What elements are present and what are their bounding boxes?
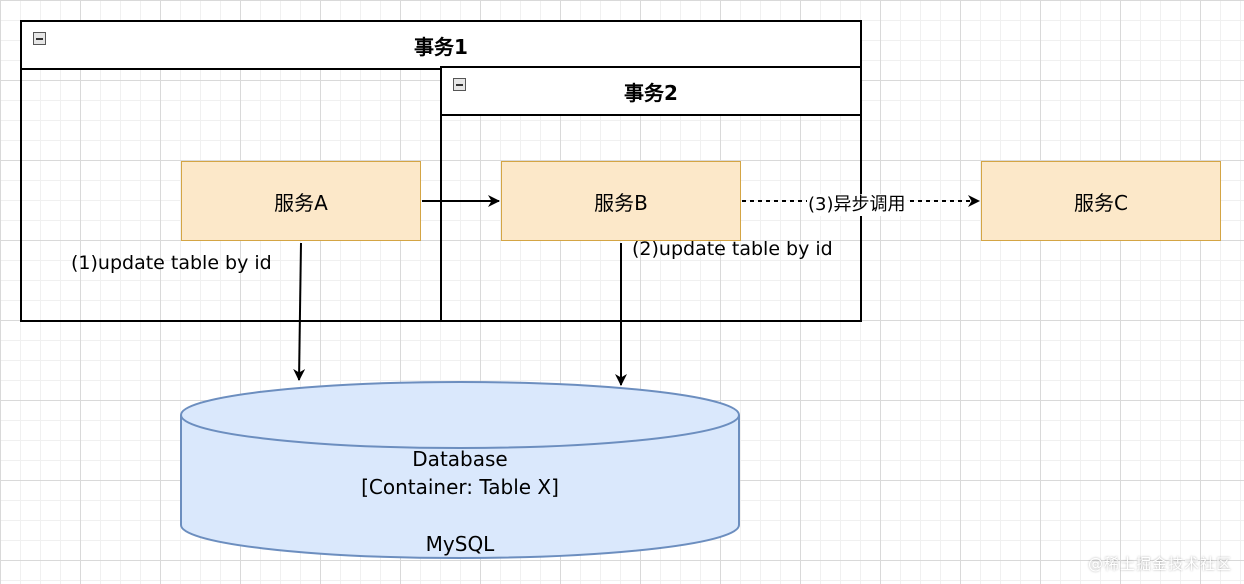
database-name: Database — [412, 447, 508, 471]
collapse-icon[interactable] — [33, 32, 46, 45]
transaction-2-pool[interactable]: 事务2 — [440, 66, 862, 322]
service-c-box[interactable]: 服务C — [981, 161, 1221, 241]
transaction-1-title: 事务1 — [414, 34, 468, 59]
watermark: @稀土掘金技术社区 — [1087, 555, 1232, 573]
service-c-label: 服务C — [1074, 190, 1128, 215]
service-b-label: 服务B — [594, 190, 648, 215]
transaction-2-header: 事务2 — [442, 68, 860, 116]
service-a-box[interactable]: 服务A — [181, 161, 421, 241]
edge-label-b-update: (2)update table by id — [632, 238, 833, 260]
edge-label-async-call: (3)异步调用 — [807, 194, 907, 216]
service-b-box[interactable]: 服务B — [501, 161, 741, 241]
edge-label-a-update: (1)update table by id — [71, 252, 272, 274]
service-a-label: 服务A — [274, 190, 328, 215]
database-container: [Container: Table X] — [361, 475, 559, 499]
transaction-2-title: 事务2 — [624, 80, 678, 105]
database-tech: MySQL — [425, 532, 495, 556]
transaction-1-header: 事务1 — [22, 22, 860, 70]
collapse-icon[interactable] — [453, 78, 466, 91]
